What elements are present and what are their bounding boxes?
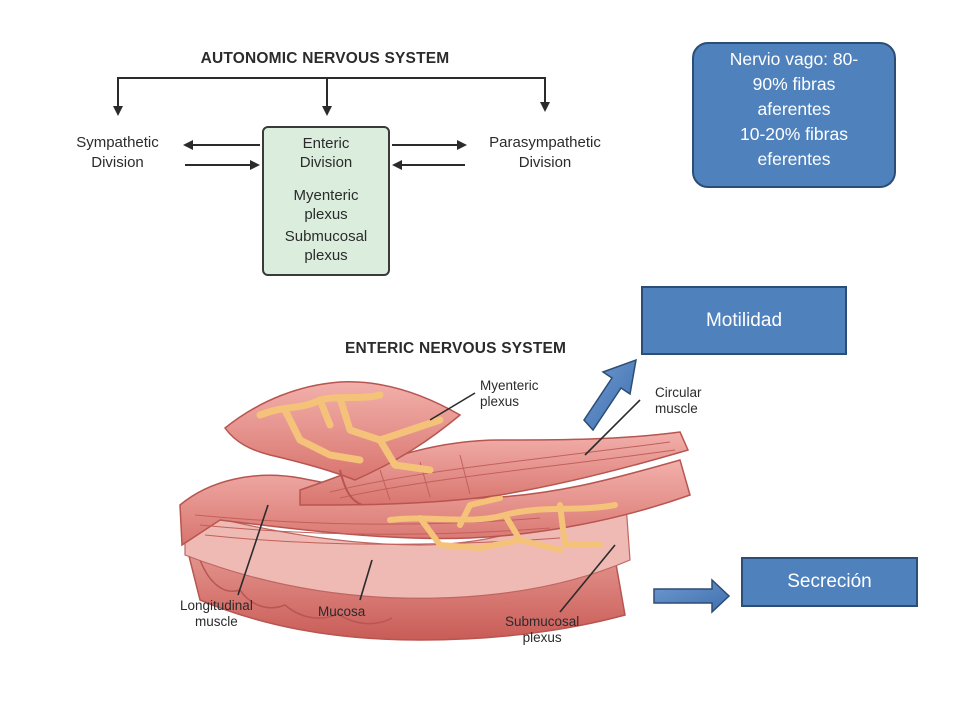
secrecion-box: Secreción bbox=[741, 557, 918, 607]
enteric-box-line: plexus bbox=[304, 247, 348, 264]
mucosa-label: Mucosa bbox=[318, 604, 366, 619]
enteric-illustration-title: ENTERIC NERVOUS SYSTEM bbox=[345, 340, 567, 357]
submucosa-layer bbox=[184, 489, 631, 599]
enteric-box-line: Submucosal bbox=[284, 228, 368, 245]
sympathetic-division-label: Sympathetic Division bbox=[76, 134, 159, 171]
autonomic-diagram-title: AUTONOMIC NERVOUS SYSTEM bbox=[200, 50, 450, 67]
enteric-box-line: Myenteric bbox=[293, 187, 359, 204]
longitudinal-muscle-label: Longitudinal muscle bbox=[180, 598, 253, 629]
submucosal-plexus-network bbox=[387, 495, 618, 553]
enteric-division-box: Enteric Division Myenteric plexus Submuc… bbox=[262, 126, 390, 276]
enteric-box-line: plexus bbox=[304, 206, 348, 223]
secrecion-arrow bbox=[653, 578, 731, 614]
autonomic-connector-arrows bbox=[113, 77, 550, 170]
motilidad-arrow bbox=[583, 358, 637, 432]
vagus-nerve-callout: Nervio vago: 80- 90% fibras aferentes 10… bbox=[692, 42, 896, 188]
myenteric-plexus-label: Myenteric plexus bbox=[480, 378, 539, 409]
myenteric-plexus-network bbox=[256, 391, 444, 474]
circular-muscle-label: Circular muscle bbox=[655, 385, 702, 416]
parasympathetic-division-label: Parasympathetic Division bbox=[489, 134, 601, 171]
enteric-box-line: Division bbox=[299, 154, 353, 171]
submucosal-plexus-label: Submucosal plexus bbox=[505, 614, 580, 645]
motilidad-box: Motilidad bbox=[641, 286, 847, 355]
enteric-box-line: Enteric bbox=[302, 135, 350, 152]
